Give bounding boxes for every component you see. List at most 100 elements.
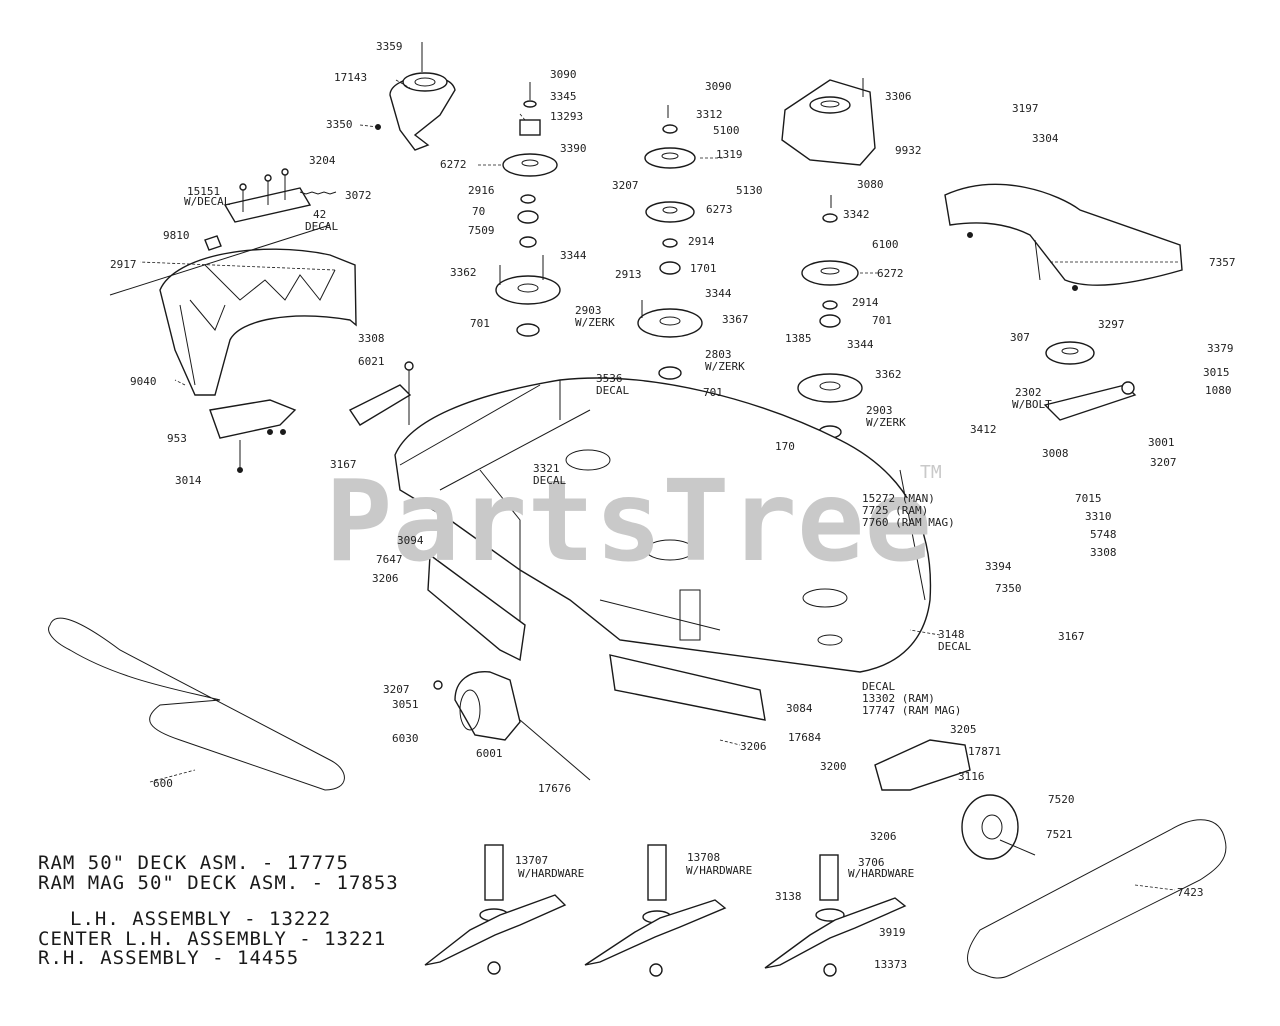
part-label[interactable]: 3090	[705, 80, 732, 93]
part-label[interactable]: 15151	[187, 185, 220, 198]
part-label[interactable]: 17871	[968, 745, 1001, 758]
part-label[interactable]: W/DECAL	[184, 195, 231, 208]
part-label[interactable]: W/HARDWARE	[848, 867, 914, 880]
part-label[interactable]: 3167	[1058, 630, 1085, 643]
part-label[interactable]: 2914	[688, 235, 715, 248]
part-label[interactable]: 3297	[1098, 318, 1125, 331]
part-label[interactable]: 13707	[515, 854, 548, 867]
spindle-stack-center[interactable]	[637, 105, 703, 380]
part-label[interactable]: 3206	[372, 572, 399, 585]
part-label[interactable]: 600	[153, 777, 173, 790]
front-support-3321[interactable]	[348, 361, 414, 426]
part-label[interactable]: 7015	[1075, 492, 1102, 505]
part-label[interactable]: 701	[872, 314, 892, 327]
part-label[interactable]: DECAL	[862, 680, 895, 693]
part-label[interactable]: 3051	[392, 698, 419, 711]
part-label[interactable]: 7521	[1046, 828, 1073, 841]
part-label[interactable]: 3706	[858, 856, 885, 869]
spindle-stack-right[interactable]	[797, 195, 863, 439]
part-label[interactable]: 1080	[1205, 384, 1232, 397]
part-label[interactable]: 9040	[130, 375, 157, 388]
part-label[interactable]: 3344	[560, 249, 587, 262]
rod-9810[interactable]	[109, 224, 331, 296]
idler-arm-2302[interactable]	[1043, 381, 1137, 421]
part-label[interactable]: 3362	[450, 266, 477, 279]
part-label[interactable]: 6100	[872, 238, 899, 251]
part-label[interactable]: 17747 (RAM MAG)	[862, 704, 961, 717]
part-label[interactable]: 6030	[392, 732, 419, 745]
part-label[interactable]: 9932	[895, 144, 922, 157]
spindle-stack-left[interactable]	[495, 82, 561, 337]
part-label[interactable]: 3919	[879, 926, 906, 939]
part-label[interactable]: DECAL	[533, 474, 566, 487]
part-label[interactable]: 2903	[866, 404, 893, 417]
part-label[interactable]: 6272	[877, 267, 904, 280]
part-label[interactable]: 3362	[875, 368, 902, 381]
part-label[interactable]: 3167	[330, 458, 357, 471]
part-label[interactable]: 3014	[175, 474, 202, 487]
part-label[interactable]: 6021	[358, 355, 385, 368]
part-label[interactable]: 7647	[376, 553, 403, 566]
part-label[interactable]: 3536	[596, 372, 623, 385]
part-label[interactable]: 3197	[1012, 102, 1039, 115]
bracket-15151[interactable]	[223, 168, 337, 223]
part-label[interactable]: 2302	[1015, 386, 1042, 399]
part-label[interactable]: 3306	[885, 90, 912, 103]
part-label[interactable]: 1319	[716, 148, 743, 161]
part-label[interactable]: 3310	[1085, 510, 1112, 523]
part-label[interactable]: 1701	[690, 262, 717, 275]
mower-deck-housing[interactable]	[394, 377, 932, 673]
part-label[interactable]: 13302 (RAM)	[862, 692, 935, 705]
part-label[interactable]: 3205	[950, 723, 977, 736]
deck-bracket-left[interactable]	[427, 553, 526, 662]
blade-assembly-center[interactable]	[584, 844, 727, 977]
part-label[interactable]: 3412	[970, 423, 997, 436]
part-label[interactable]: 7509	[468, 224, 495, 237]
part-label[interactable]: 17676	[538, 782, 571, 795]
part-label[interactable]: 17684	[788, 731, 821, 744]
part-label[interactable]: 3207	[1150, 456, 1177, 469]
part-label[interactable]: 3312	[696, 108, 723, 121]
part-label[interactable]: 3345	[550, 90, 577, 103]
part-label[interactable]: W/HARDWARE	[518, 867, 584, 880]
part-label[interactable]: 3090	[550, 68, 577, 81]
part-label[interactable]: 3148	[938, 628, 965, 641]
blade-assembly-right[interactable]	[764, 854, 907, 977]
part-label[interactable]: 3350	[326, 118, 353, 131]
part-label[interactable]: 1385	[785, 332, 812, 345]
idler-arm-17143[interactable]	[375, 42, 456, 151]
belt-7423[interactable]	[967, 819, 1227, 979]
part-label[interactable]: 7725 (RAM)	[862, 504, 928, 517]
part-label[interactable]: DECAL	[938, 640, 971, 653]
blade-assembly-left[interactable]	[424, 844, 567, 975]
part-label[interactable]: 3308	[1090, 546, 1117, 559]
pto-motor-6001[interactable]	[433, 671, 591, 781]
part-label[interactable]: 3015	[1203, 366, 1230, 379]
part-label[interactable]: 2914	[852, 296, 879, 309]
part-label[interactable]: W/HARDWARE	[686, 864, 752, 877]
part-label[interactable]: 7760 (RAM MAG)	[862, 516, 955, 529]
part-label[interactable]: 3084	[786, 702, 813, 715]
part-label[interactable]: 5100	[713, 124, 740, 137]
part-label[interactable]: 13293	[550, 110, 583, 123]
part-label[interactable]: 6272	[440, 158, 467, 171]
part-label[interactable]: 701	[470, 317, 490, 330]
part-label[interactable]: 3094	[397, 534, 424, 547]
idler-pulley-307[interactable]	[1045, 341, 1095, 365]
part-label[interactable]: 9810	[163, 229, 190, 242]
part-label[interactable]: 2913	[615, 268, 642, 281]
part-label[interactable]: 3207	[612, 179, 639, 192]
part-label[interactable]: DECAL	[305, 220, 338, 233]
deck-baffle[interactable]	[609, 654, 766, 721]
part-label[interactable]: 3344	[705, 287, 732, 300]
part-label[interactable]: 42	[313, 208, 326, 221]
part-label[interactable]: 3359	[376, 40, 403, 53]
deck-shield-9040[interactable]	[159, 248, 357, 396]
part-label[interactable]: 3207	[383, 683, 410, 696]
part-label[interactable]: 3200	[820, 760, 847, 773]
part-label[interactable]: 2903	[575, 304, 602, 317]
bracket-953[interactable]	[209, 399, 297, 473]
part-label[interactable]: 170	[775, 440, 795, 453]
part-label[interactable]: W/ZERK	[575, 316, 615, 329]
part-label[interactable]: 7423	[1177, 886, 1204, 899]
